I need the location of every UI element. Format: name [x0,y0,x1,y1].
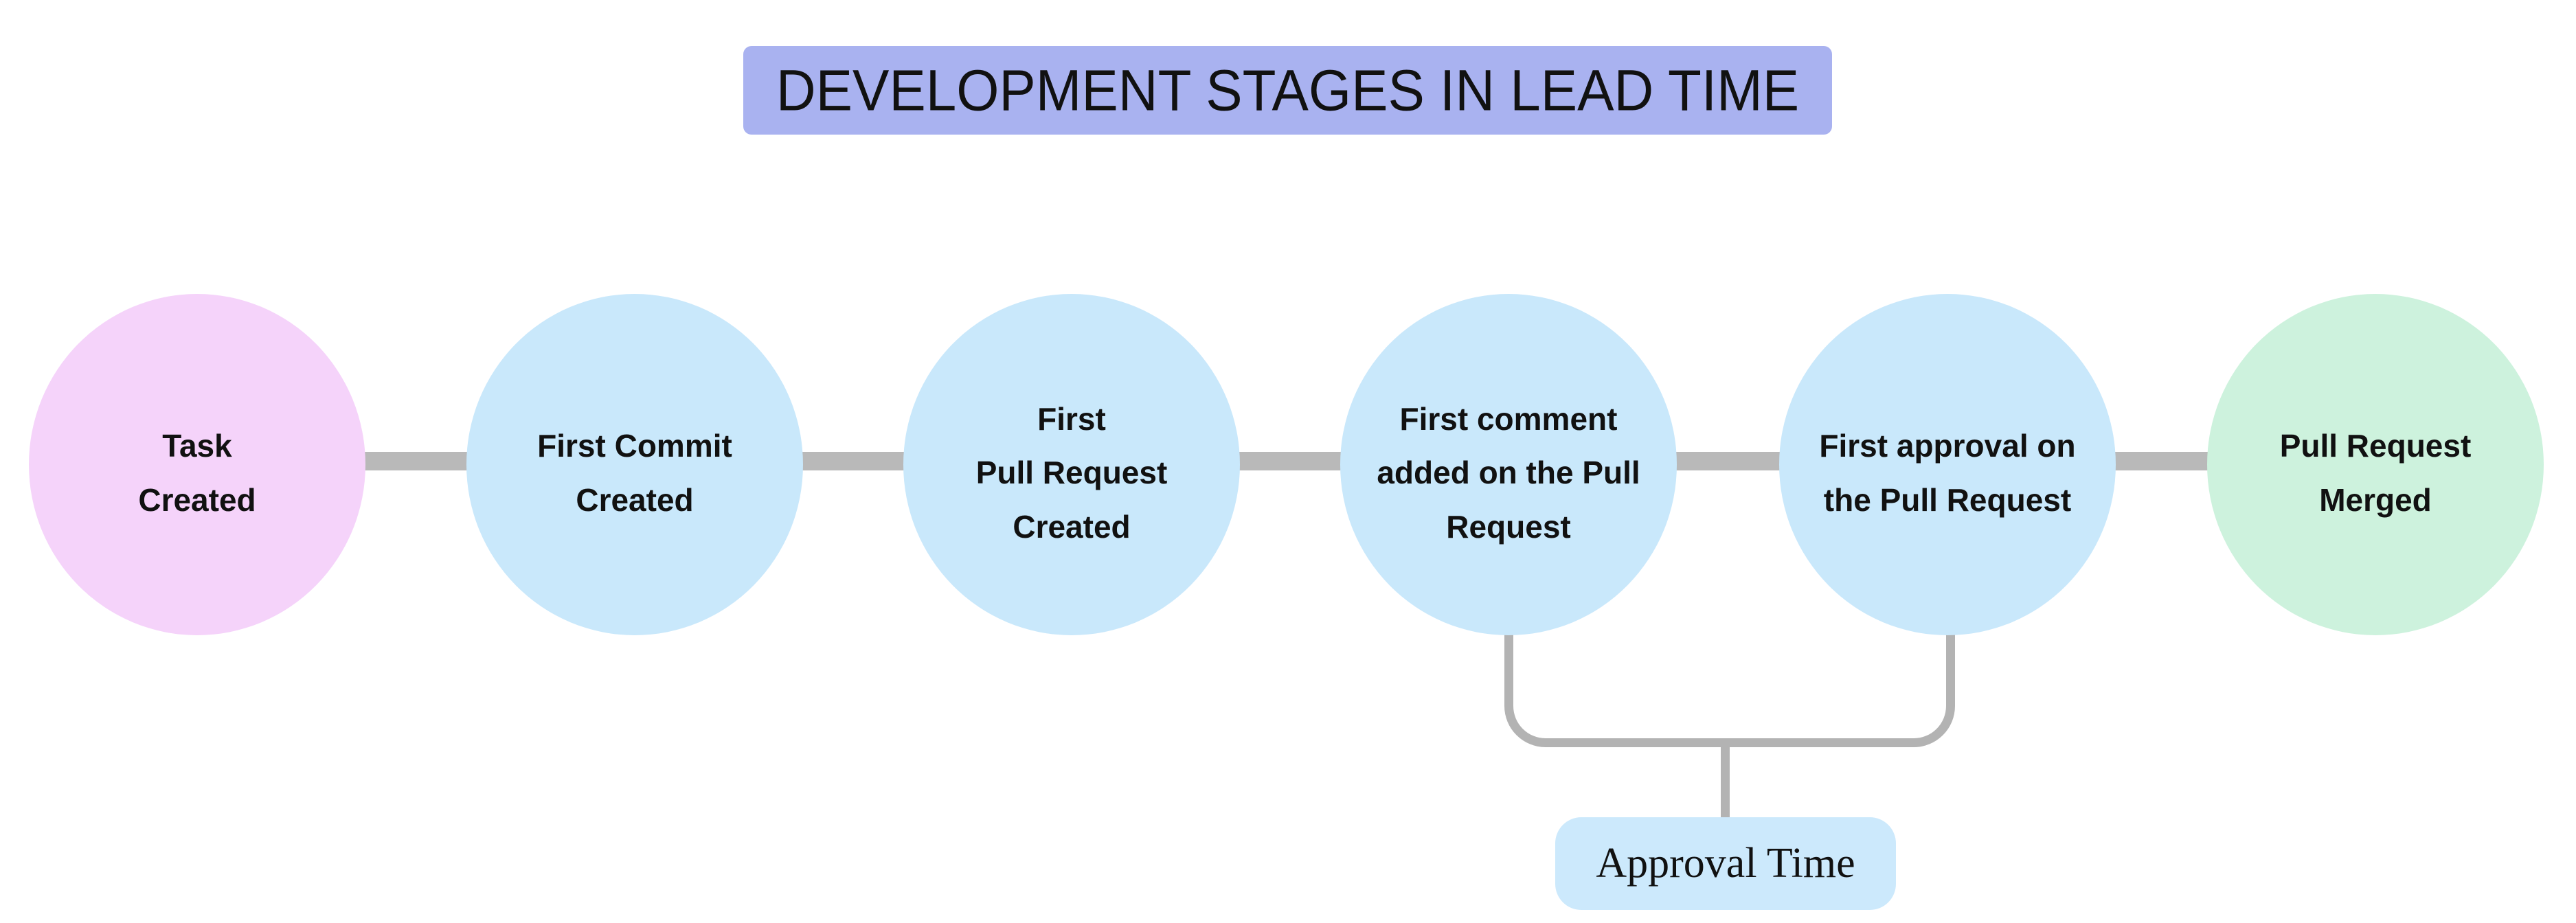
stage-node-pull-request-merged: Pull Request Merged [2207,294,2544,635]
stage-label: Task Created [138,428,256,518]
stage-node-first-approval: First approval on the Pull Request [1779,294,2116,635]
stage-label: First comment added on the Pull Request [1377,401,1640,545]
stage-label: First Commit Created [537,428,732,518]
stage-node-task-created: Task Created [29,294,365,635]
diagram-title: DEVELOPMENT STAGES IN LEAD TIME [776,57,1800,123]
stage-node-first-commit: First Commit Created [466,294,803,635]
stage-node-first-pull-request: First Pull Request Created [903,294,1240,635]
approval-time-label-box: Approval Time [1555,817,1896,910]
stage-label: First Pull Request Created [975,401,1168,545]
stage-node-first-comment: First comment added on the Pull Request [1340,294,1677,635]
diagram-title-box: DEVELOPMENT STAGES IN LEAD TIME [743,46,1832,135]
approval-time-label: Approval Time [1596,840,1855,887]
stage-label: Pull Request Merged [2279,428,2472,518]
stage-label: First approval on the Pull Request [1819,428,2076,518]
approval-time-bracket-stem [1721,746,1730,819]
approval-time-bracket [1504,618,1955,747]
